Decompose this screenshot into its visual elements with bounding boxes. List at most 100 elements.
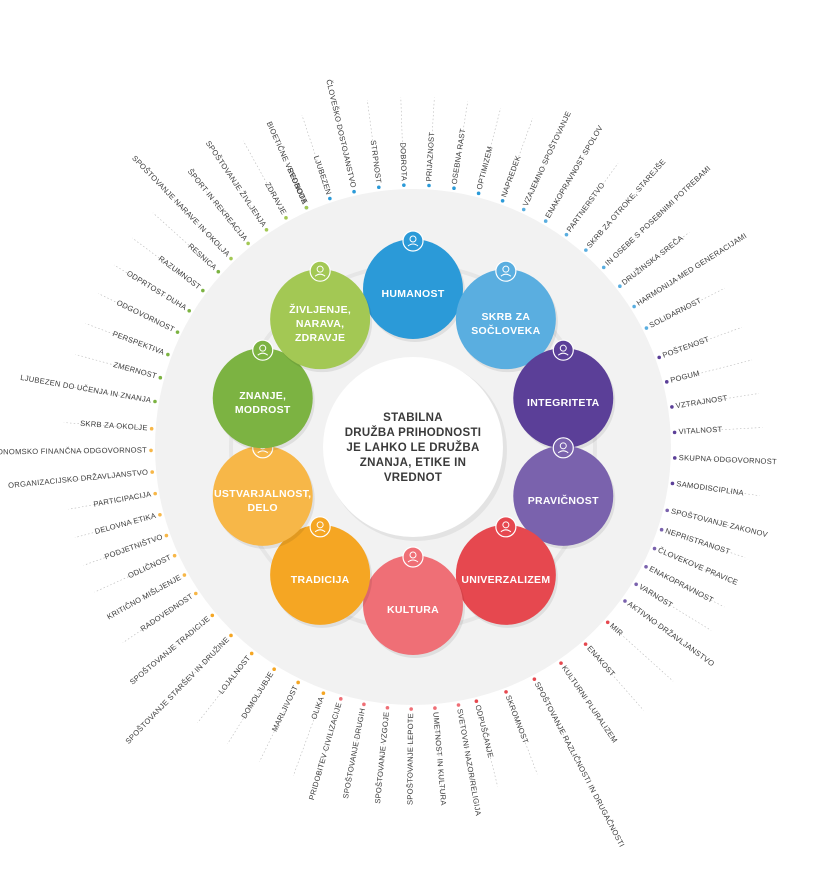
value-item-tradicija: SPOŠTOVANJE STARŠEV IN DRUŽINE <box>124 635 232 746</box>
value-item-univerzalizem: SKROMNOST <box>504 694 531 745</box>
value-item-kultura: UMETNOST IN KULTURA <box>431 712 448 807</box>
value-item-humanost: NAPREDEK <box>499 154 522 198</box>
value-dot <box>321 691 326 695</box>
value-dot <box>201 288 205 293</box>
value-dot <box>559 661 563 665</box>
value-title-zivljenje: ŽIVLJENJE,NARAVA,ZDRAVJE <box>289 303 351 344</box>
value-dot <box>409 707 413 711</box>
value-item-ustvarjalnost: ORGANIZACIJSKO DRŽAVLJANSTVO <box>8 468 149 490</box>
value-node-zivljenje <box>270 269 371 370</box>
value-node-integriteta <box>513 348 614 449</box>
value-title-line: PRAVIČNOST <box>528 494 599 507</box>
value-title-ustvarjalnost: USTVARJALNOST,DELO <box>214 488 311 514</box>
value-dot <box>618 284 622 289</box>
value-dot <box>284 216 288 220</box>
value-dot <box>659 527 664 532</box>
value-dot <box>456 703 461 707</box>
value-dot <box>521 207 526 212</box>
temple-icon <box>402 546 424 568</box>
value-dot <box>328 196 332 201</box>
value-dot <box>652 546 657 551</box>
value-item-univerzalizem: ODPUŠČANJE <box>473 704 495 759</box>
value-item-kultura: SPOŠTOVANJE VZGOJE <box>373 711 391 804</box>
value-item-humanost: LJUBEZEN <box>312 154 333 196</box>
value-dot <box>362 702 366 707</box>
value-item-humanost: STRPNOST <box>369 140 384 184</box>
value-title-kultura: KULTURA <box>387 604 439 616</box>
value-item-humanost: OSEBNA RAST <box>450 128 468 185</box>
value-item-kultura: SPOŠTOVANJE DRUGIH <box>341 707 367 799</box>
value-title-humanost: HUMANOST <box>381 288 444 300</box>
center-line: JE LAHKO LE DRUŽBA <box>346 441 479 454</box>
value-dot <box>644 326 649 330</box>
value-item-skrb: SOLIDARNOST <box>648 296 703 330</box>
value-node-znanje <box>212 348 313 449</box>
value-dot <box>623 599 627 603</box>
person-icon <box>402 230 424 252</box>
value-item-znanje: ZMERNOST <box>112 360 158 381</box>
value-item-tradicija: LOJALNOST <box>217 653 253 695</box>
value-title-tradicija: TRADICIJA <box>291 574 350 586</box>
value-item-univerzalizem: ENAKOST <box>585 644 617 679</box>
value-item-pravicnost: AKTIVNO DRŽAVLJANSTVO <box>626 599 716 668</box>
value-dot <box>476 191 481 196</box>
value-dot <box>504 690 508 694</box>
value-item-tradicija: OLIKA <box>309 695 326 721</box>
value-dot <box>427 183 431 188</box>
center-circle <box>323 357 503 537</box>
value-dot <box>150 470 155 474</box>
value-dot <box>272 667 276 671</box>
value-dot <box>583 642 588 646</box>
value-item-znanje: ODGOVORNOST <box>115 298 176 334</box>
value-dot <box>164 533 169 538</box>
value-node-kultura <box>363 555 463 655</box>
value-item-integriteta: VZTRAJNOST <box>675 393 728 410</box>
value-item-ustvarjalnost: PODJETNIŠTVO <box>103 532 164 561</box>
value-dot <box>500 199 505 203</box>
value-title-line: ŽIVLJENJE, <box>289 303 351 316</box>
value-dot <box>543 219 548 223</box>
value-dot <box>210 613 215 618</box>
value-item-integriteta: POŠTENOST <box>661 334 710 359</box>
value-dot <box>229 633 233 638</box>
value-item-tradicija: MARLJIVOST <box>270 684 300 733</box>
scales-icon <box>552 437 574 459</box>
value-item-univerzalizem: MIR <box>608 621 625 638</box>
value-item-kultura: SPOŠTOVANJE LEPOTE <box>406 713 416 805</box>
value-dot <box>402 183 406 187</box>
value-item-ustvarjalnost: DELOVNA ETIKA <box>94 511 158 536</box>
value-node-ustvarjalnost <box>212 445 313 546</box>
value-item-ustvarjalnost: ODLIČNOST <box>127 553 173 581</box>
value-title-line: ZNANJE, <box>239 390 286 402</box>
value-dot <box>153 399 157 404</box>
value-node-tradicija <box>270 524 371 625</box>
value-title-line: MODROST <box>235 404 291 416</box>
value-title-line: ZDRAVJE <box>295 332 345 344</box>
value-item-tradicija: DOMOLJUBJE <box>239 670 275 720</box>
value-item-zivljenje: SPOŠTOVANJE ŽIVLJENJA <box>204 139 269 229</box>
value-item-humanost: PRIJAZNOST <box>424 131 436 181</box>
value-title-line: HUMANOST <box>381 288 444 300</box>
value-title-univerzalizem: UNIVERZALIZEM <box>461 574 550 586</box>
value-dot <box>158 375 163 380</box>
value-dot <box>632 304 636 309</box>
value-item-pravicnost: VARNOST <box>637 582 674 610</box>
value-item-znanje: RAZUMNOST <box>157 254 203 291</box>
value-dot <box>452 186 456 191</box>
value-dot <box>264 227 269 232</box>
value-dot <box>672 456 677 460</box>
value-dot <box>249 651 254 656</box>
value-title-line: UNIVERZALIZEM <box>461 574 550 586</box>
value-dot <box>601 265 606 270</box>
value-dot <box>338 697 343 701</box>
value-dot <box>182 573 187 577</box>
value-item-humanost: OPTIMIZEM <box>475 145 495 190</box>
globe-icon <box>495 516 517 538</box>
value-node-skrb <box>455 269 556 370</box>
value-title-line: INTEGRITETA <box>527 397 600 409</box>
value-title-line: DELO <box>248 502 278 514</box>
